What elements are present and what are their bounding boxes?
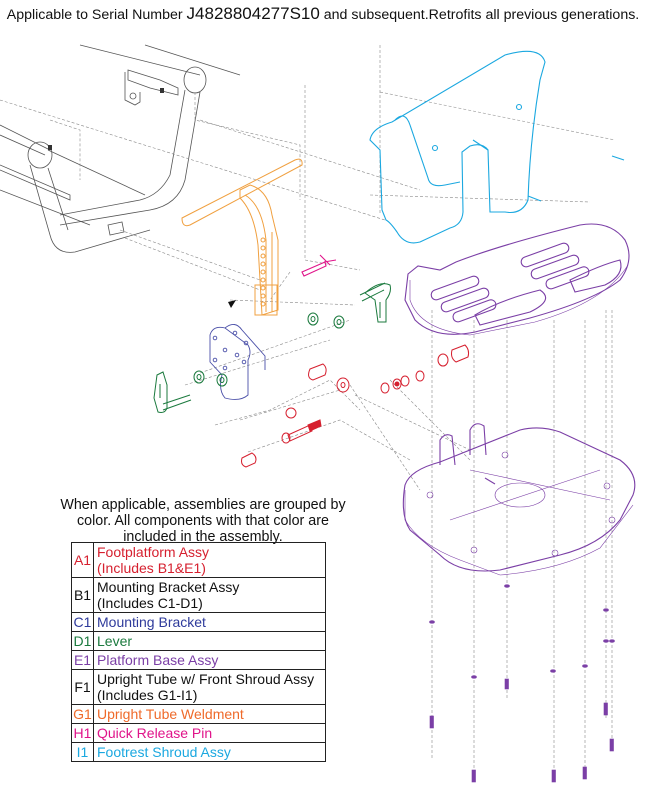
legend-label-line1: Upright Tube w/ Front Shroud Assy <box>97 671 315 687</box>
legend-label: Quick Release Pin <box>93 723 326 743</box>
legend-code: I1 <box>71 742 94 762</box>
serial-number: J4828804277S10 <box>186 4 320 23</box>
legend-label: Footrest Shroud Assy <box>93 742 326 762</box>
legend-label-line2: (Includes B1&E1) <box>97 560 206 576</box>
legend-label: Platform Base Assy <box>93 650 326 670</box>
legend-label-line1: Mounting Bracket <box>97 614 206 630</box>
wheelchair-frame <box>0 44 241 253</box>
mounting-bracket <box>209 324 266 400</box>
serial-applicability-header: Applicable to Serial Number J4828804277S… <box>0 4 646 24</box>
legend-label: Upright Tube w/ Front Shroud Assy(Includ… <box>93 669 326 705</box>
legend-code: C1 <box>71 612 94 632</box>
legend-label-line2: (Includes G1-I1) <box>97 687 198 703</box>
legend-code: A1 <box>71 542 94 578</box>
footrest-shroud <box>369 50 625 244</box>
legend-label: Lever <box>93 631 326 651</box>
header-prefix: Applicable to Serial Number <box>6 7 187 23</box>
quick-release-pin <box>301 254 337 277</box>
legend-label-line2: (Includes C1-D1) <box>97 595 203 611</box>
legend-code: E1 <box>71 650 94 670</box>
upright-tube-weldment <box>181 158 303 316</box>
footplatform-top <box>404 223 630 336</box>
legend-label-line1: Footrest Shroud Assy <box>97 744 231 760</box>
direction-arrow-icon <box>228 300 236 308</box>
mounting-screws <box>429 584 615 783</box>
lever-right <box>359 282 391 323</box>
legend-label-line1: Mounting Bracket Assy <box>97 579 240 595</box>
legend-label-line1: Footplatform Assy <box>97 544 210 560</box>
legend-code: F1 <box>71 669 94 705</box>
header-suffix: and subsequent.Retrofits all previous ge… <box>319 7 640 23</box>
platform-base <box>402 423 636 576</box>
legend-code: B1 <box>71 577 94 613</box>
legend-code: G1 <box>71 704 94 724</box>
legend-code: H1 <box>71 723 94 743</box>
legend-label: Mounting Bracket Assy(Includes C1-D1) <box>93 577 326 613</box>
legend-caption: When applicable, assemblies are grouped … <box>60 497 346 545</box>
legend-label-line1: Quick Release Pin <box>97 725 213 741</box>
lever-left <box>153 371 192 413</box>
legend-label-line1: Upright Tube Weldment <box>97 706 244 722</box>
legend-label: Footplatform Assy(Includes B1&E1) <box>93 542 326 578</box>
legend-label-line1: Platform Base Assy <box>97 652 219 668</box>
legend-code: D1 <box>71 631 94 651</box>
hardware-red <box>241 344 470 468</box>
legend-label: Upright Tube Weldment <box>93 704 326 724</box>
legend-label: Mounting Bracket <box>93 612 326 632</box>
spacers-green <box>193 312 345 387</box>
legend-label-line1: Lever <box>97 633 133 649</box>
